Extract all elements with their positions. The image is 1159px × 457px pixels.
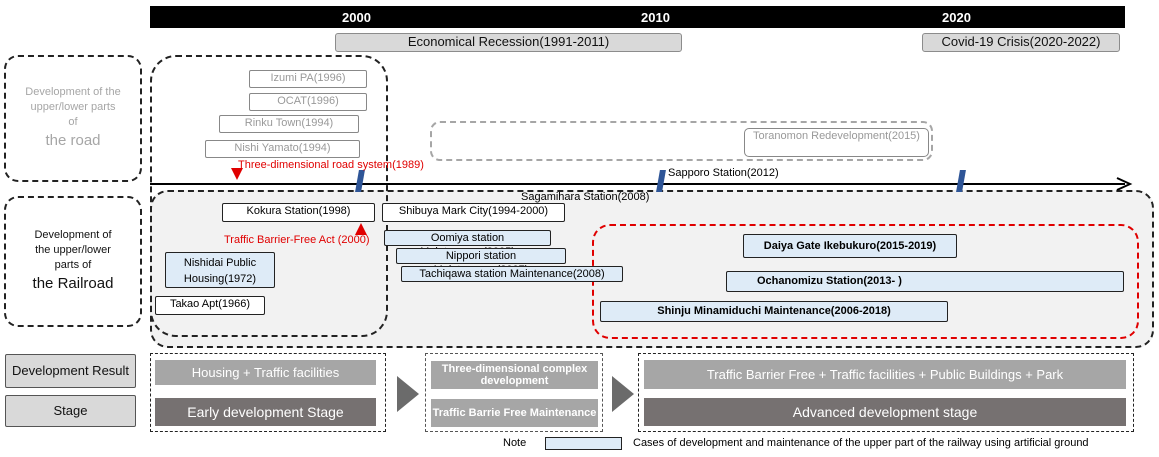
takao-apt-box: Takao Apt(1966): [155, 296, 265, 315]
stage-label: Stage: [5, 395, 136, 427]
ochanomizu-station-box: Ochanomizu Station(2013- ): [726, 271, 1124, 292]
stage-arrow-2: [612, 376, 634, 412]
road-label-line2: upper/lower parts: [30, 101, 116, 113]
rail-label-line2: the upper/lower: [35, 244, 111, 256]
road-label-line3: of: [68, 116, 78, 128]
barrier-free-arrow: [355, 223, 367, 235]
note-label: Note: [503, 437, 527, 449]
advanced-stage-panel: [638, 353, 1134, 432]
road-row-label: Development of the upper/lower parts of …: [4, 55, 142, 182]
road-label-line4: the road: [45, 132, 101, 149]
year-2000: 2000: [342, 10, 371, 25]
early-period-region: [150, 55, 388, 337]
kokura-station-box: Kokura Station(1998): [222, 203, 375, 222]
advanced-stage-box: Advanced development stage: [644, 398, 1126, 426]
road-label-line1: Development of the: [25, 86, 121, 98]
sagamihara-label: Sagamihara Station(2008): [521, 191, 650, 203]
toranomon-box: Toranomon Redevelopment(2015): [744, 128, 929, 157]
ocat-box: OCAT(1996): [249, 93, 367, 111]
tachiqawa-station-box: Tachiqawa station Maintenance(2008): [401, 266, 623, 282]
rail-label-line4: the Railroad: [32, 275, 114, 292]
stage-arrow-1: [397, 376, 419, 412]
road-system-arrow: [231, 168, 243, 180]
early-stage-box: Early development Stage: [155, 398, 376, 426]
daiya-gate-box: Daiya Gate Ikebukuro(2015-2019): [743, 234, 957, 258]
advanced-result-box: Traffic Barrier Free + Traffic facilitie…: [644, 360, 1126, 389]
note-legend-swatch: [545, 437, 622, 450]
rail-label-line1: Development of: [34, 229, 112, 241]
year-2020: 2020: [942, 10, 971, 25]
development-result-label: Development Result: [5, 354, 136, 388]
timeline-bar: [150, 6, 1125, 28]
nishidai-housing-box: Nishidai Public Housing(1972): [165, 252, 275, 288]
izumi-pa-box: Izumi PA(1996): [249, 70, 367, 88]
recession-event: Economical Recession(1991-2011): [335, 33, 682, 52]
note-text: Cases of development and maintenance of …: [633, 437, 1089, 449]
mid-stage-box: Traffic Barrie Free Maintenance: [431, 399, 598, 427]
shibuya-mark-city-box: Shibuya Mark City(1994-2000): [382, 203, 565, 222]
railroad-row-label: Development of the upper/lower parts of …: [4, 196, 142, 327]
nishi-yamato-box: Nishi Yamato(1994): [205, 140, 360, 158]
mid-result-box: Three-dimensional complex development: [431, 361, 598, 389]
year-2010: 2010: [641, 10, 670, 25]
covid-event: Covid-19 Crisis(2020-2022): [922, 33, 1120, 52]
road-system-label: Three-dimensional road system(1989): [238, 159, 424, 171]
omiya-station-box: Oomiya station Maintenance(2005): [384, 230, 551, 258]
mid-stage-panel: [425, 353, 603, 432]
rail-label-line3: parts of: [54, 259, 92, 271]
road-region-2010s: [430, 121, 933, 161]
shinju-minamiduchi-box: Shinju Minamiduchi Maintenance(2006-2018…: [600, 301, 948, 322]
sapporo-label: Sapporo Station(2012): [668, 167, 779, 179]
barrier-free-act-label: Traffic Barrier-Free Act (2000): [224, 234, 370, 246]
nippori-station-box: Nippori station Maintenance(2007): [396, 248, 566, 276]
early-result-box: Housing + Traffic facilities: [155, 360, 376, 385]
timeline-arrow: [150, 177, 1133, 191]
rinku-town-box: Rinku Town(1994): [219, 115, 359, 133]
early-stage-panel: [150, 353, 386, 432]
